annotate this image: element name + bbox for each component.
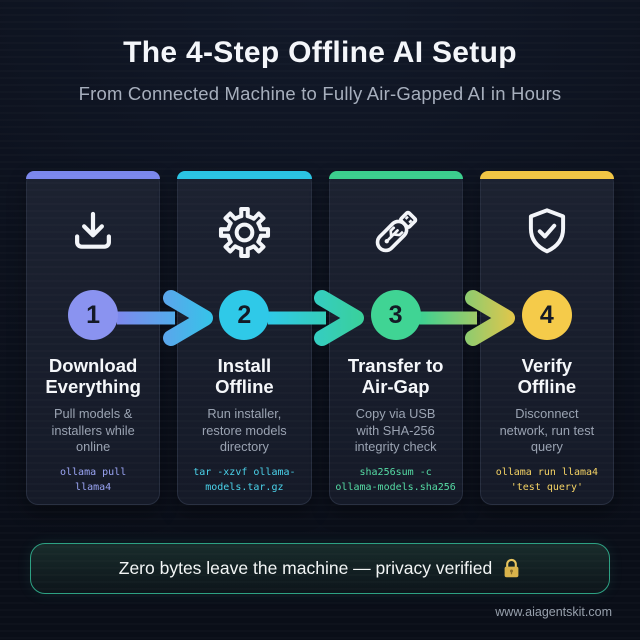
card-accent-bar <box>328 171 463 179</box>
website-url: www.aiagentskit.com <box>495 605 612 619</box>
step-number-badge: 2 <box>219 290 270 340</box>
step-number-badge: 4 <box>521 290 572 340</box>
card-accent-bar <box>177 171 312 179</box>
usb-drive-icon <box>367 203 425 261</box>
steps-row: 1 Download Everything Pull models & inst… <box>26 171 614 505</box>
step-title: Download Everything <box>45 355 141 398</box>
gear-icon <box>216 203 273 261</box>
step-description: Disconnect network, run test query <box>499 406 595 455</box>
step-card-download: 1 Download Everything Pull models & inst… <box>26 171 161 505</box>
step-title: Verify Offline <box>517 355 577 398</box>
step-command: sha256sum -c ollama-models.sha256 <box>335 467 456 493</box>
download-icon <box>65 203 121 261</box>
arrow-step1-step2-icon <box>117 290 213 346</box>
lock-icon <box>502 558 521 579</box>
header: The 4-Step Offline AI Setup From Connect… <box>0 0 640 105</box>
step-card-transfer: 3 Transfer to Air-Gap Copy via USB with … <box>328 171 463 505</box>
privacy-banner: Zero bytes leave the machine — privacy v… <box>30 543 610 594</box>
step-description: Copy via USB with SHA-256 integrity chec… <box>354 406 437 455</box>
step-command: ollama run llama4 'test query' <box>495 467 599 493</box>
step-description: Run installer, restore models directory <box>202 406 287 455</box>
step-command: ollama pull llama4 <box>60 467 127 493</box>
page-title: The 4-Step Offline AI Setup <box>123 36 517 69</box>
shield-check-icon <box>519 203 575 261</box>
step-card-install: 2 Install Offline Run installer, restore… <box>177 171 312 505</box>
arrow-step3-step4-icon <box>419 290 515 346</box>
arrow-step2-step3-icon <box>268 290 364 346</box>
step-title: Transfer to Air-Gap <box>347 355 444 398</box>
step-number-badge: 3 <box>370 290 421 340</box>
step-command: tar -xzvf ollama- models.tar.gz <box>193 467 296 493</box>
card-accent-bar <box>479 171 614 179</box>
card-accent-bar <box>26 171 161 179</box>
step-description: Pull models & installers while online <box>51 406 135 455</box>
step-title: Install Offline <box>215 355 274 398</box>
step-number-badge: 1 <box>68 290 119 340</box>
step-card-verify: 4 Verify Offline Disconnect network, run… <box>479 171 614 505</box>
page-subtitle: From Connected Machine to Fully Air-Gapp… <box>78 83 562 104</box>
privacy-banner-text: Zero bytes leave the machine — privacy v… <box>118 558 493 578</box>
